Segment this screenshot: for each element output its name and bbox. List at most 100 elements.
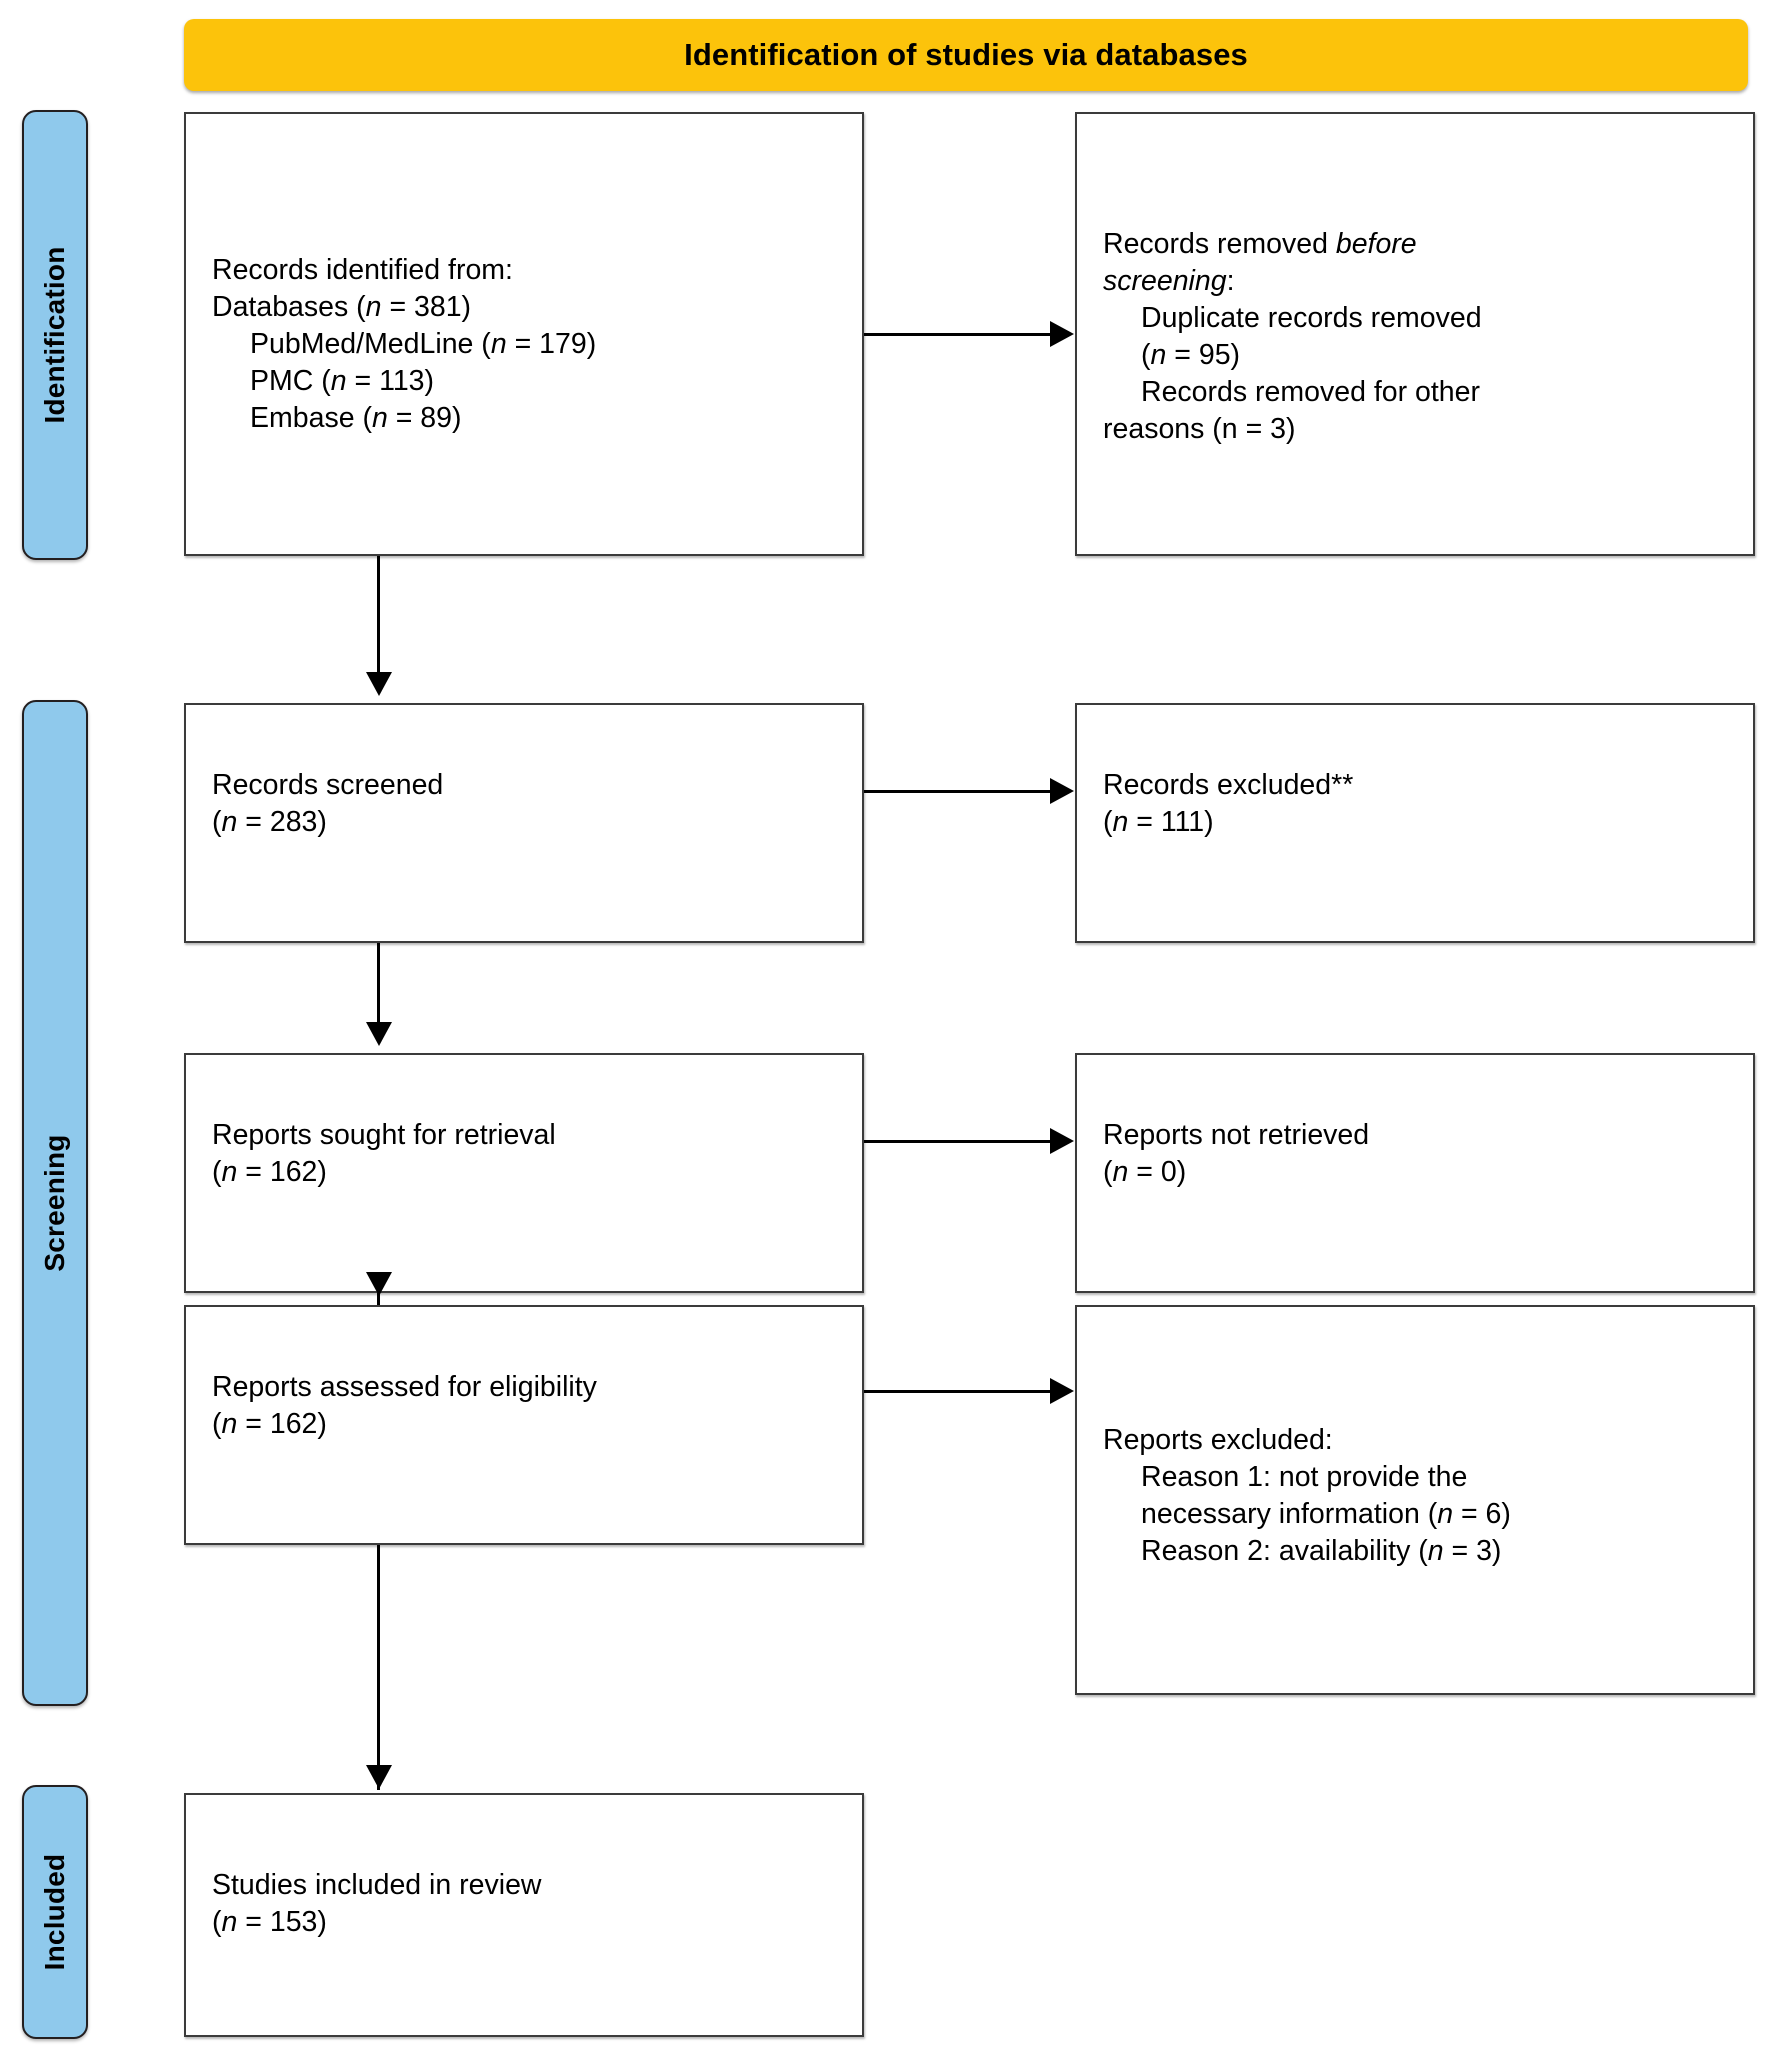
- arrowhead-assessed-to-included: [366, 1765, 392, 1789]
- n-symbol: n: [1437, 1498, 1454, 1531]
- box-studies-included-text: Studies included in review (n = 153): [212, 1867, 844, 1941]
- paren-open: (: [1141, 339, 1151, 372]
- n-symbol: n: [1112, 806, 1129, 839]
- records-screened-value: = 283): [237, 806, 327, 839]
- source-name-embase: Embase (: [250, 402, 372, 435]
- connector-identified-to-screened: [377, 556, 380, 674]
- reports-not-retrieved-label: Reports not retrieved: [1103, 1119, 1370, 1151]
- stage-label-screening: Screening: [39, 1134, 70, 1272]
- paren-open: (: [212, 1408, 222, 1441]
- box-studies-included: Studies included in review (n = 153): [184, 1793, 864, 2037]
- records-identified-line1: Records identified from:: [212, 254, 513, 286]
- reports-sought-label: Reports sought for retrieval: [212, 1119, 556, 1151]
- paren-open: (: [212, 806, 222, 839]
- n-symbol: n: [365, 291, 382, 324]
- box-records-excluded: Records excluded** (n = 111): [1075, 703, 1755, 943]
- records-removed-duplicate-count: (n = 95): [1103, 337, 1735, 374]
- source-value-pubmed: = 179): [506, 328, 597, 361]
- stage-band-screening: Screening: [22, 700, 88, 1706]
- box-reports-not-retrieved-text: Reports not retrieved (n = 0): [1103, 1117, 1735, 1191]
- stage-label-included: Included: [39, 1853, 70, 1971]
- arrowhead-identified-to-removed: [1050, 321, 1074, 347]
- source-name-pubmed: PubMed/MedLine (: [250, 328, 491, 361]
- arrowhead-assessed-to-excluded: [1050, 1378, 1074, 1404]
- records-removed-screening: screening: [1103, 265, 1227, 298]
- reports-assessed-value: = 162): [237, 1408, 327, 1441]
- box-records-screened-text: Records screened (n = 283): [212, 767, 844, 841]
- n-symbol: n: [221, 1408, 238, 1441]
- records-removed-duplicate-label: Duplicate records removed: [1141, 302, 1482, 335]
- reports-assessed-label: Reports assessed for eligibility: [212, 1371, 597, 1403]
- duplicate-value: = 95): [1166, 339, 1241, 372]
- box-reports-assessed-text: Reports assessed for eligibility (n = 16…: [212, 1369, 844, 1443]
- reports-excluded-reason2: Reason 2: availability (n = 3): [1103, 1533, 1735, 1570]
- reason2-text: Reason 2: availability (: [1141, 1535, 1428, 1568]
- arrowhead-sought-to-not-retrieved: [1050, 1128, 1074, 1154]
- source-item-pmc: PMC (n = 113): [212, 363, 844, 400]
- box-records-identified: Records identified from: Databases (n = …: [184, 112, 864, 556]
- box-reports-assessed: Reports assessed for eligibility (n = 16…: [184, 1305, 864, 1545]
- connector-screened-to-excluded: [864, 790, 1052, 793]
- box-reports-not-retrieved: Reports not retrieved (n = 0): [1075, 1053, 1755, 1293]
- records-removed-before: before: [1335, 228, 1417, 260]
- n-symbol: n: [221, 1906, 238, 1939]
- n-symbol: n: [330, 365, 347, 398]
- box-records-removed-text: Records removed before screening: Duplic…: [1103, 226, 1735, 448]
- reports-sought-value: = 162): [237, 1156, 327, 1189]
- studies-included-label: Studies included in review: [212, 1869, 542, 1901]
- records-identified-databases-value: = 381): [381, 291, 472, 324]
- paren-open: (: [1103, 806, 1113, 839]
- identification-banner: Identification of studies via databases: [184, 19, 1748, 91]
- stage-band-included: Included: [22, 1785, 88, 2039]
- reports-not-retrieved-value: = 0): [1128, 1156, 1187, 1189]
- connector-screened-to-sought: [377, 943, 380, 1025]
- reason1-value: = 6): [1453, 1498, 1511, 1531]
- source-item-pubmed: PubMed/MedLine (n = 179): [212, 326, 844, 363]
- n-symbol: n: [1150, 339, 1167, 372]
- arrowhead-screened-to-excluded: [1050, 778, 1074, 804]
- source-name-pmc: PMC (: [250, 365, 331, 398]
- banner-title: Identification of studies via databases: [684, 37, 1248, 72]
- connector-assessed-to-excluded: [864, 1390, 1052, 1393]
- stage-band-identification: Identification: [22, 110, 88, 560]
- n-symbol: n: [1112, 1156, 1129, 1189]
- source-item-embase: Embase (n = 89): [212, 400, 844, 437]
- reason2-value: = 3): [1443, 1535, 1502, 1568]
- records-excluded-label: Records excluded**: [1103, 769, 1354, 801]
- stage-label-identification: Identification: [39, 246, 70, 424]
- records-removed-other-line1: Records removed for other: [1141, 376, 1480, 409]
- reason1-text: necessary information (: [1141, 1498, 1438, 1531]
- reports-excluded-reason1-line2: necessary information (n = 6): [1103, 1496, 1735, 1533]
- box-reports-excluded-text: Reports excluded: Reason 1: not provide …: [1103, 1422, 1735, 1570]
- paren-open: (: [212, 1906, 222, 1939]
- arrowhead-identified-to-screened: [366, 672, 392, 696]
- records-identified-databases-label: Databases (: [212, 291, 366, 324]
- records-removed-other-line2: reasons (n = 3): [1103, 413, 1296, 446]
- n-symbol: n: [221, 806, 238, 839]
- box-records-identified-text: Records identified from: Databases (n = …: [212, 252, 844, 437]
- box-records-screened: Records screened (n = 283): [184, 703, 864, 943]
- n-symbol: n: [490, 328, 507, 361]
- records-removed-colon: :: [1226, 265, 1235, 298]
- box-records-removed: Records removed before screening: Duplic…: [1075, 112, 1755, 556]
- box-reports-sought-text: Reports sought for retrieval (n = 162): [212, 1117, 844, 1191]
- arrowhead-sought-to-assessed: [366, 1272, 392, 1296]
- n-symbol: n: [221, 1156, 238, 1189]
- records-excluded-value: = 111): [1128, 806, 1214, 839]
- paren-open: (: [212, 1156, 222, 1189]
- box-reports-sought: Reports sought for retrieval (n = 162): [184, 1053, 864, 1293]
- box-records-excluded-text: Records excluded** (n = 111): [1103, 767, 1735, 841]
- connector-assessed-to-included: [377, 1545, 380, 1790]
- source-value-embase: = 89): [387, 402, 462, 435]
- box-reports-excluded: Reports excluded: Reason 1: not provide …: [1075, 1305, 1755, 1695]
- connector-identified-to-removed: [864, 333, 1052, 336]
- reports-excluded-label: Reports excluded:: [1103, 1424, 1333, 1456]
- reports-excluded-reason1-line1: Reason 1: not provide the: [1141, 1461, 1468, 1494]
- connector-sought-to-not-retrieved: [864, 1140, 1052, 1143]
- n-symbol: n: [1427, 1535, 1444, 1568]
- paren-open: (: [1103, 1156, 1113, 1189]
- n-symbol: n: [371, 402, 388, 435]
- source-value-pmc: = 113): [346, 365, 435, 398]
- arrowhead-screened-to-sought: [366, 1022, 392, 1046]
